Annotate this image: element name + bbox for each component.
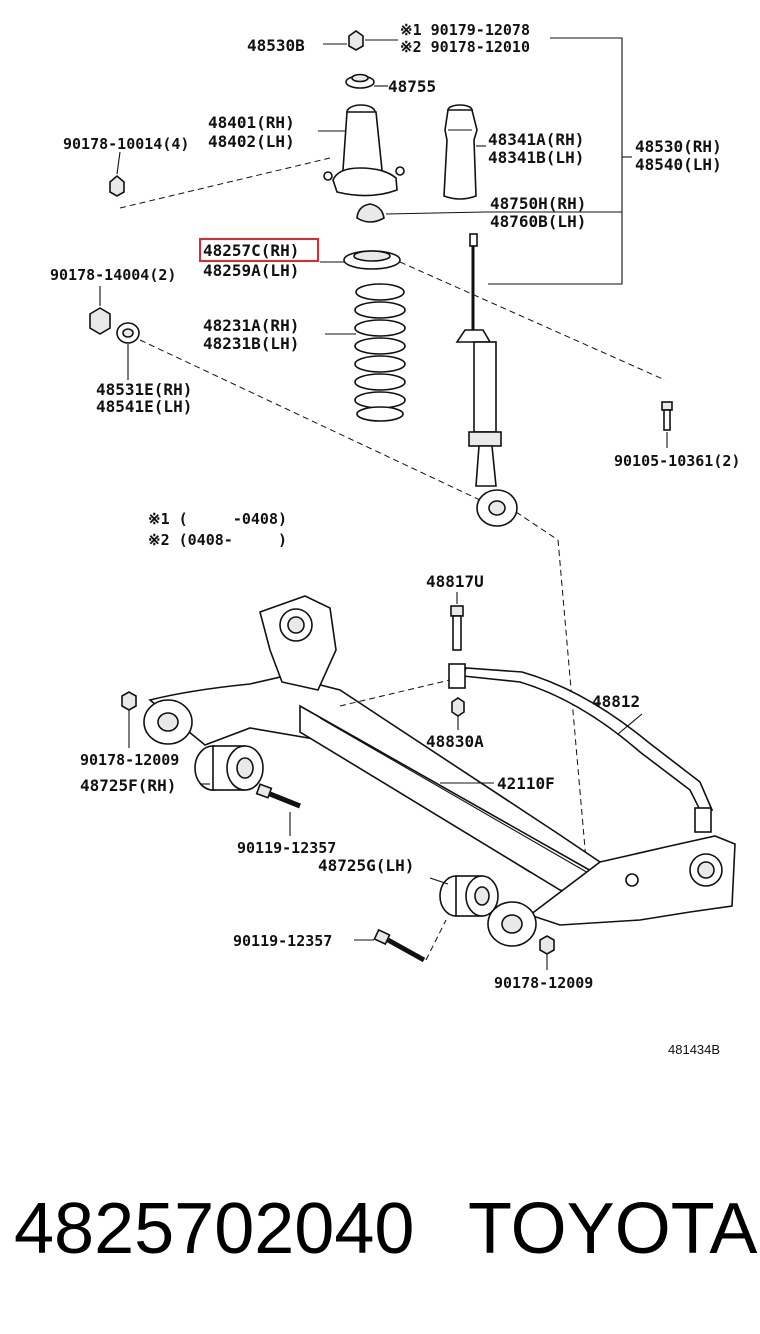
coil-spring-48231-part bbox=[325, 283, 406, 422]
bushing-48725f-part bbox=[194, 745, 264, 791]
label-48540: 48540(LH) bbox=[635, 155, 722, 174]
stabilizer-bushing-part bbox=[448, 592, 466, 730]
label-48231b: 48231B(LH) bbox=[203, 334, 299, 353]
label-48341a: 48341A(RH) bbox=[488, 130, 584, 149]
nut-90178-12009-left-part bbox=[121, 691, 137, 748]
label-48257c: 48257C(RH) bbox=[203, 241, 299, 260]
label-note1-range: ※1 ( -0408) bbox=[148, 510, 287, 528]
label-note2-parts: ※2 90178-12010 bbox=[400, 38, 530, 56]
highlight-box-48257c bbox=[199, 238, 319, 262]
label-48341b: 48341B(LH) bbox=[488, 148, 584, 167]
bolt-90119-upper-part bbox=[255, 783, 301, 836]
dust-boot-48341-part bbox=[443, 104, 486, 200]
label-48750h: 48750H(RH) bbox=[490, 194, 586, 213]
part-number: 4825702040 bbox=[14, 1189, 415, 1269]
label-48760b: 48760B(LH) bbox=[490, 212, 586, 231]
label-48817u: 48817U bbox=[426, 572, 484, 591]
label-48755: 48755 bbox=[388, 77, 436, 96]
label-48401: 48401(RH) bbox=[208, 113, 295, 132]
label-48402: 48402(LH) bbox=[208, 132, 295, 151]
label-90178-12009-left: 90178-12009 bbox=[80, 751, 179, 769]
bushing-48725g-part bbox=[429, 875, 499, 917]
label-90178-10014: 90178-10014(4) bbox=[63, 135, 189, 153]
washer-48755-part bbox=[345, 73, 388, 89]
label-48725g: 48725G(LH) bbox=[318, 856, 414, 875]
label-90178-12009-right: 90178-12009 bbox=[494, 974, 593, 992]
upper-support-48401-part bbox=[318, 104, 405, 197]
stabilizer-bar-48812-part bbox=[461, 667, 714, 833]
nut-90178-12009-right-part bbox=[539, 935, 555, 970]
exploded-parts-diagram: ※1 90179-12078 ※2 90178-12010 48530B 487… bbox=[50, 21, 740, 1057]
label-90119-12357-lower: 90119-12357 bbox=[233, 932, 332, 950]
bolt-90105-part bbox=[661, 401, 673, 448]
axle-beam-42110f-part bbox=[143, 595, 736, 947]
label-48830a: 48830A bbox=[426, 732, 484, 751]
lower-insulator-48531e-part bbox=[116, 322, 140, 380]
nut-part bbox=[323, 30, 398, 51]
brand-name: TOYOTA bbox=[468, 1189, 758, 1269]
label-90178-14004: 90178-14004(2) bbox=[50, 266, 176, 284]
bump-stopper-48750-part bbox=[356, 203, 486, 223]
label-48541e: 48541E(LH) bbox=[96, 397, 192, 416]
lower-nut-part bbox=[89, 286, 111, 335]
label-48725f: 48725F(RH) bbox=[80, 776, 176, 795]
label-48231a: 48231A(RH) bbox=[203, 316, 299, 335]
shock-absorber-part bbox=[455, 233, 518, 527]
label-42110f: 42110F bbox=[497, 774, 555, 793]
illustration-code: 481434B bbox=[668, 1042, 720, 1057]
label-90119-12357-upper: 90119-12357 bbox=[237, 839, 336, 857]
label-48530b: 48530B bbox=[247, 36, 305, 55]
label-48531e: 48531E(RH) bbox=[96, 380, 192, 399]
leader-48530 bbox=[488, 37, 623, 285]
label-90105-10361: 90105-10361(2) bbox=[614, 452, 740, 470]
bolt-90119-lower-part bbox=[354, 919, 447, 963]
label-note1-parts: ※1 90179-12078 bbox=[400, 21, 530, 39]
spring-insulator-48257c-part bbox=[320, 250, 401, 270]
bolt-90178-10014-part bbox=[109, 151, 125, 197]
label-note2-range: ※2 (0408- ) bbox=[148, 531, 287, 549]
label-48259a: 48259A(LH) bbox=[203, 261, 299, 280]
label-48812: 48812 bbox=[592, 692, 640, 711]
footer: 4825702040 TOYOTA bbox=[14, 1188, 758, 1278]
label-48530: 48530(RH) bbox=[635, 137, 722, 156]
